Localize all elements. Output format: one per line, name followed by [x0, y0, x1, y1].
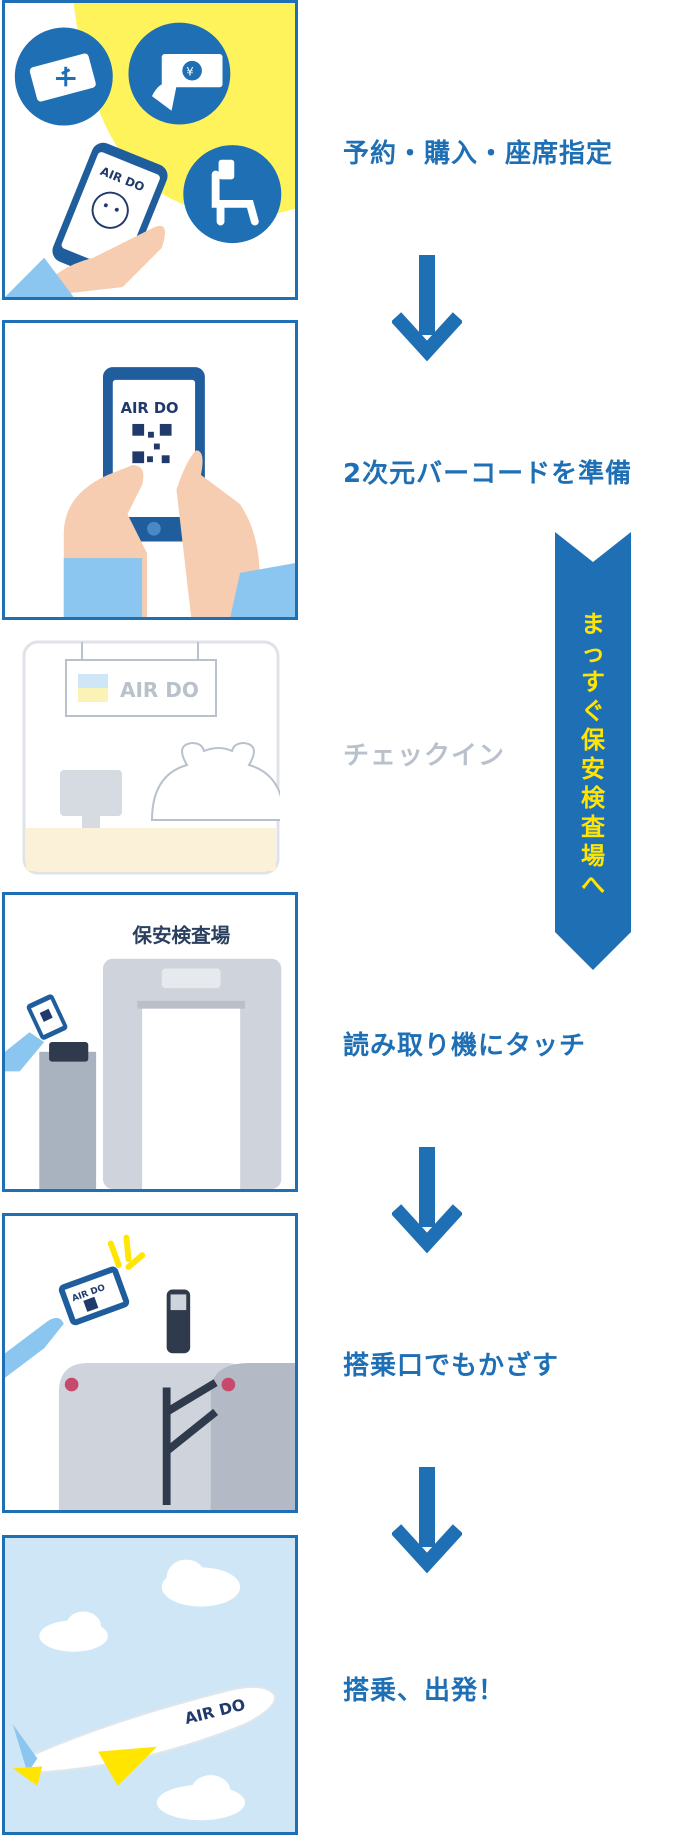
checkin-counter-illustration: AIR DO: [22, 640, 280, 875]
cloud-icon: [39, 1559, 246, 1821]
step-2-illustration: AIR DO: [2, 320, 298, 620]
counter-brand-text: AIR DO: [120, 678, 199, 702]
skip-banner-text: まっすぐ保安検査場へ: [581, 610, 605, 899]
step-4-label: 読み取り機にタッチ: [343, 1031, 587, 1061]
step-5-illustration: AIR DO: [2, 1213, 298, 1513]
seat-icon: [183, 145, 282, 244]
down-arrow-icon: [392, 255, 462, 362]
step-2-label: 2次元バーコードを準備: [343, 459, 633, 489]
step-4-illustration: 保安検査場: [2, 892, 298, 1192]
phone-brand-text: AIR DO: [121, 400, 179, 417]
step-3-label: チェックイン: [343, 741, 506, 771]
step-6-illustration: AIR DO: [2, 1535, 298, 1835]
svg-text:¥: ¥: [186, 65, 193, 79]
boarding-gate-illustration: AIR DO: [5, 1234, 295, 1510]
step-3-illustration: AIR DO: [22, 640, 280, 875]
down-arrow-icon: [392, 1467, 462, 1574]
step-1-illustration: ¥ AIR DO: [2, 0, 298, 300]
security-sign-text: 保安検査場: [131, 924, 230, 947]
qr-code-icon: [132, 423, 172, 464]
airplane-illustration: AIR DO: [5, 1538, 295, 1832]
security-gate-illustration: 保安検査場: [5, 924, 282, 1189]
step-1-label: 予約・購入・座席指定: [343, 139, 614, 169]
phone-qr-illustration: AIR DO: [63, 367, 295, 617]
down-arrow-icon: [392, 1147, 462, 1254]
step-5-label: 搭乗口でもかざす: [343, 1351, 560, 1381]
skip-to-security-banner: [555, 532, 631, 970]
booking-illustration: ¥ AIR DO: [5, 3, 295, 297]
step-6-label: 搭乗、出発！: [343, 1676, 506, 1706]
